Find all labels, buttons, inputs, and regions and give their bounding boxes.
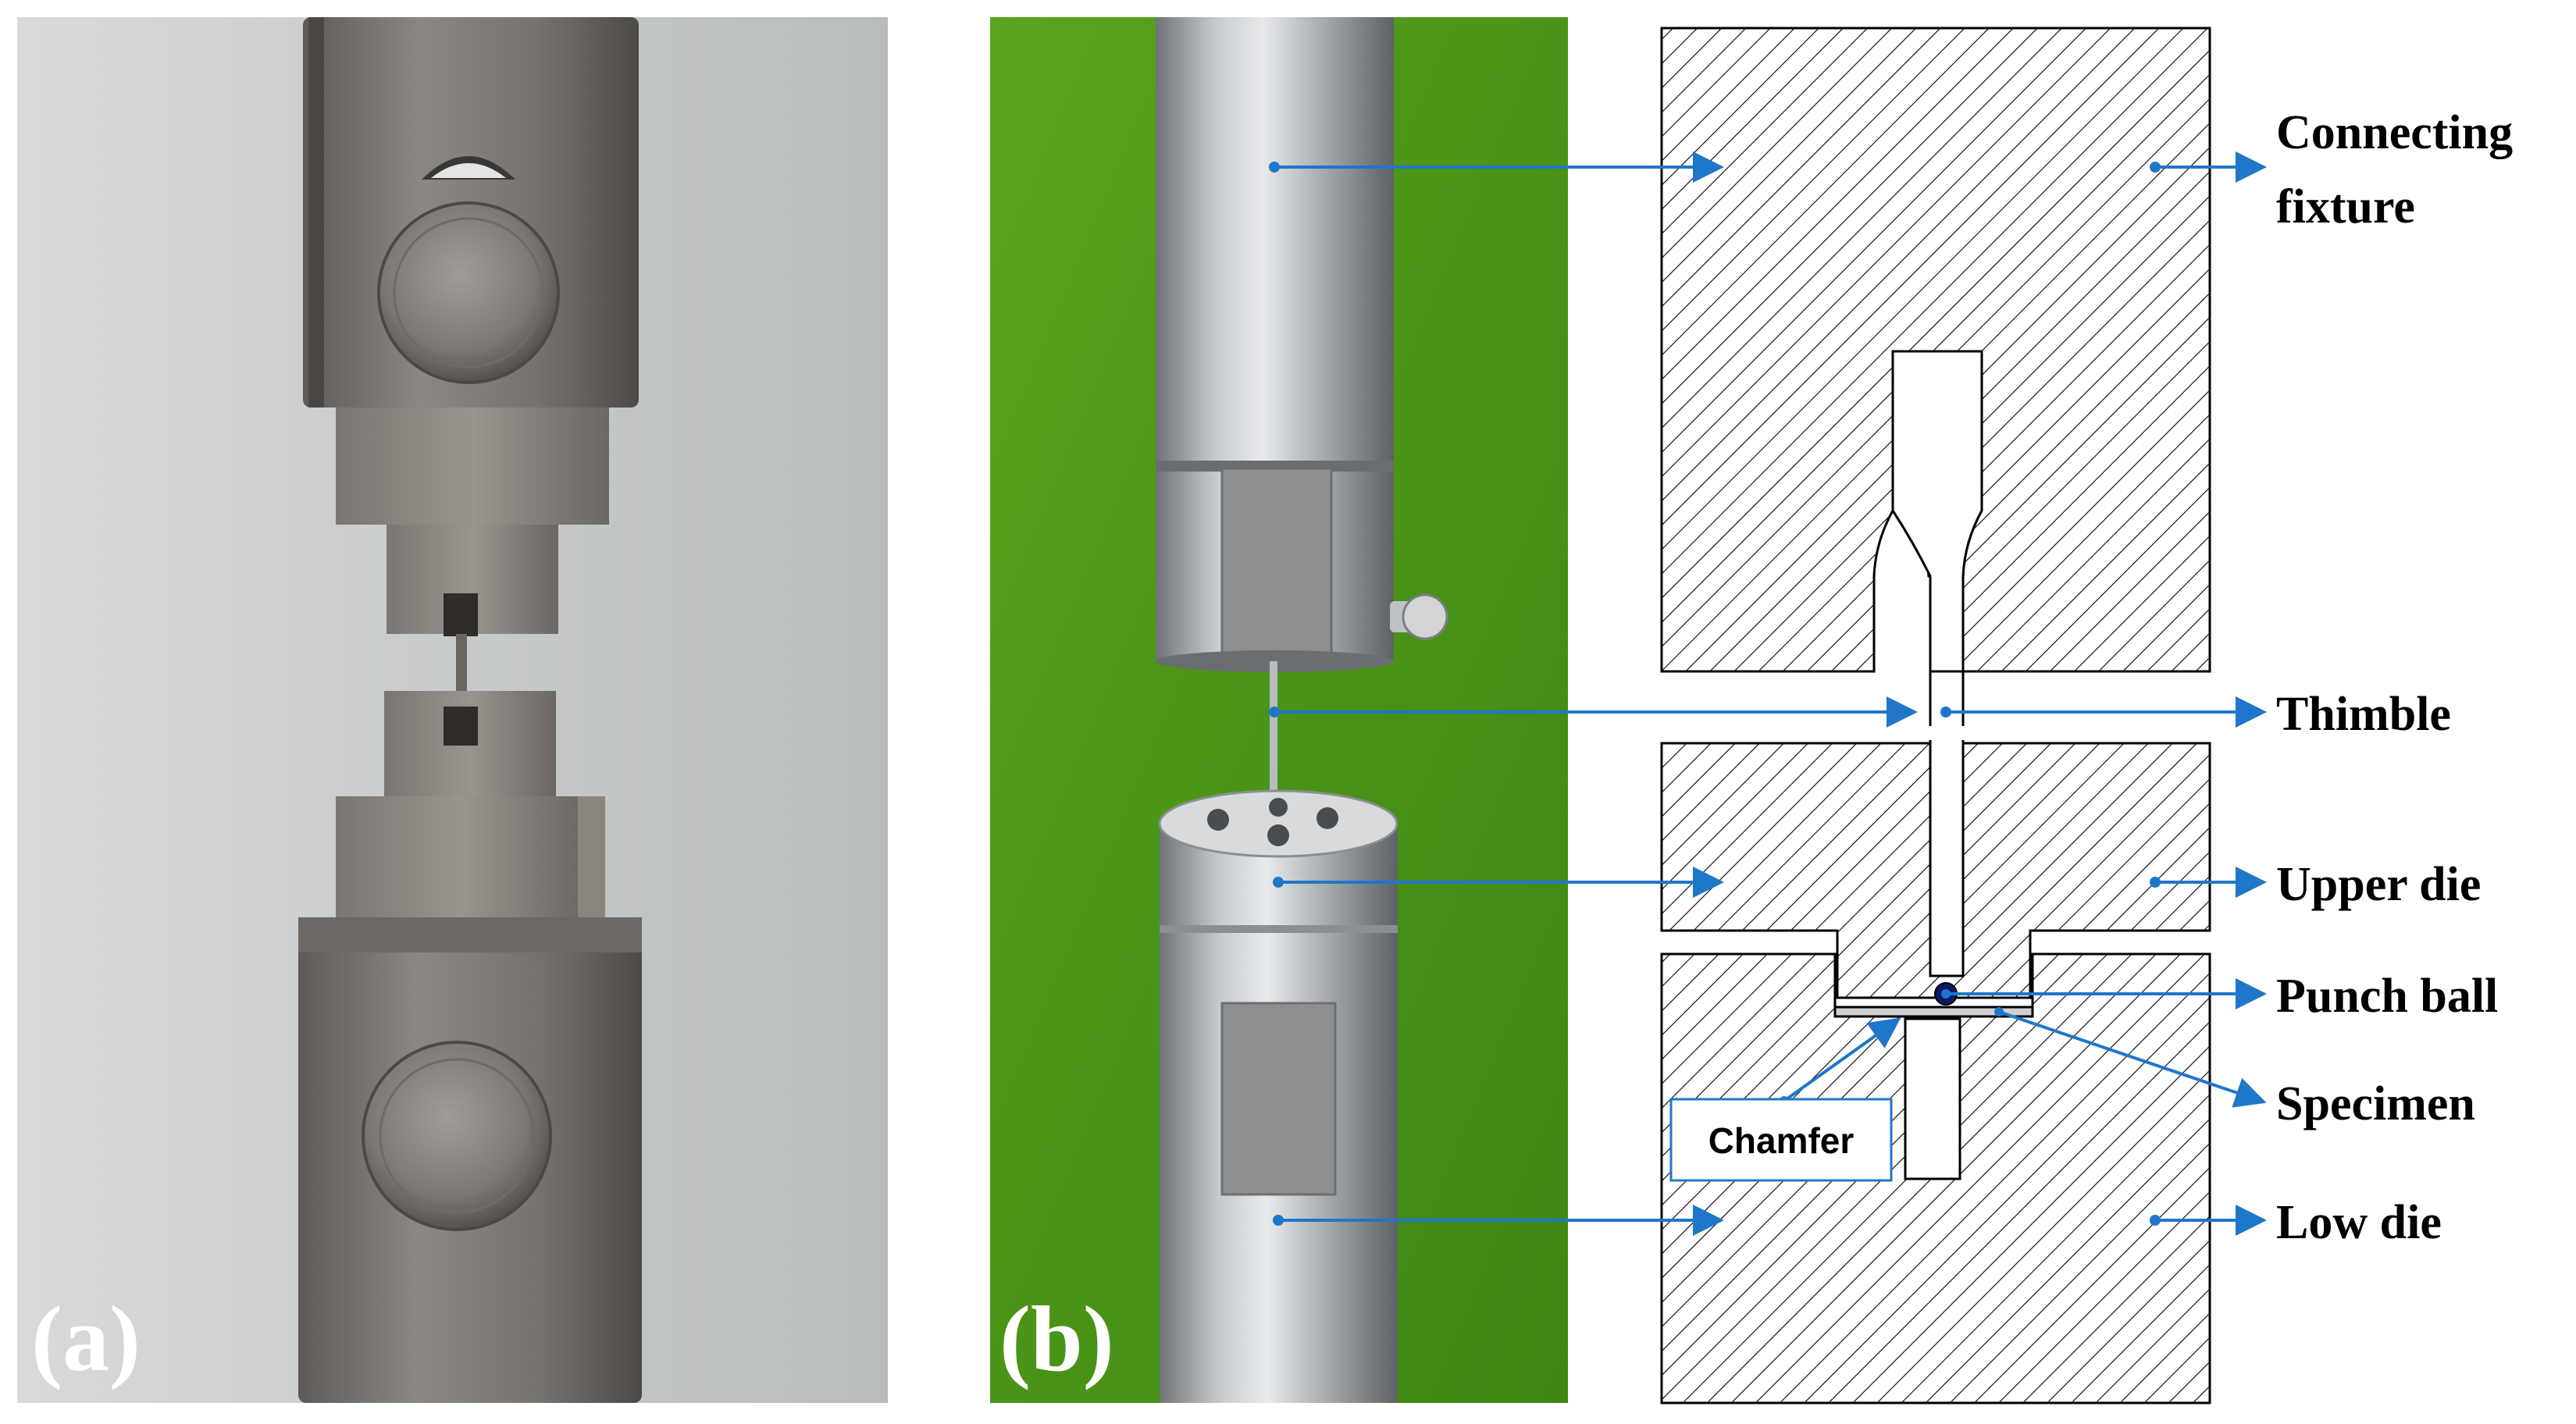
label-upper-die: Upper die [2276, 858, 2481, 911]
label-specimen: Specimen [2276, 1077, 2475, 1130]
label-low-die: Low die [2276, 1196, 2442, 1249]
label-thimble: Thimble [2276, 688, 2451, 741]
label-chamfer: Chamfer [1708, 1120, 1855, 1161]
panel-label-a: (a) [31, 1287, 141, 1390]
chamfer-callout: Chamfer [1669, 1098, 1893, 1182]
photo-a-tensile-grips: (a) [17, 17, 888, 1403]
label-connecting-fixture-1: Connecting [2276, 106, 2513, 159]
thimble-shaft [1929, 670, 1965, 977]
cross-section-drawing [1660, 27, 2211, 1404]
specimen-disc [1833, 1006, 2034, 1018]
label-punch-ball: Punch ball [2276, 970, 2498, 1023]
label-connecting-fixture-2: fixture [2276, 180, 2415, 233]
panel-label-b: (b) [999, 1287, 1114, 1390]
